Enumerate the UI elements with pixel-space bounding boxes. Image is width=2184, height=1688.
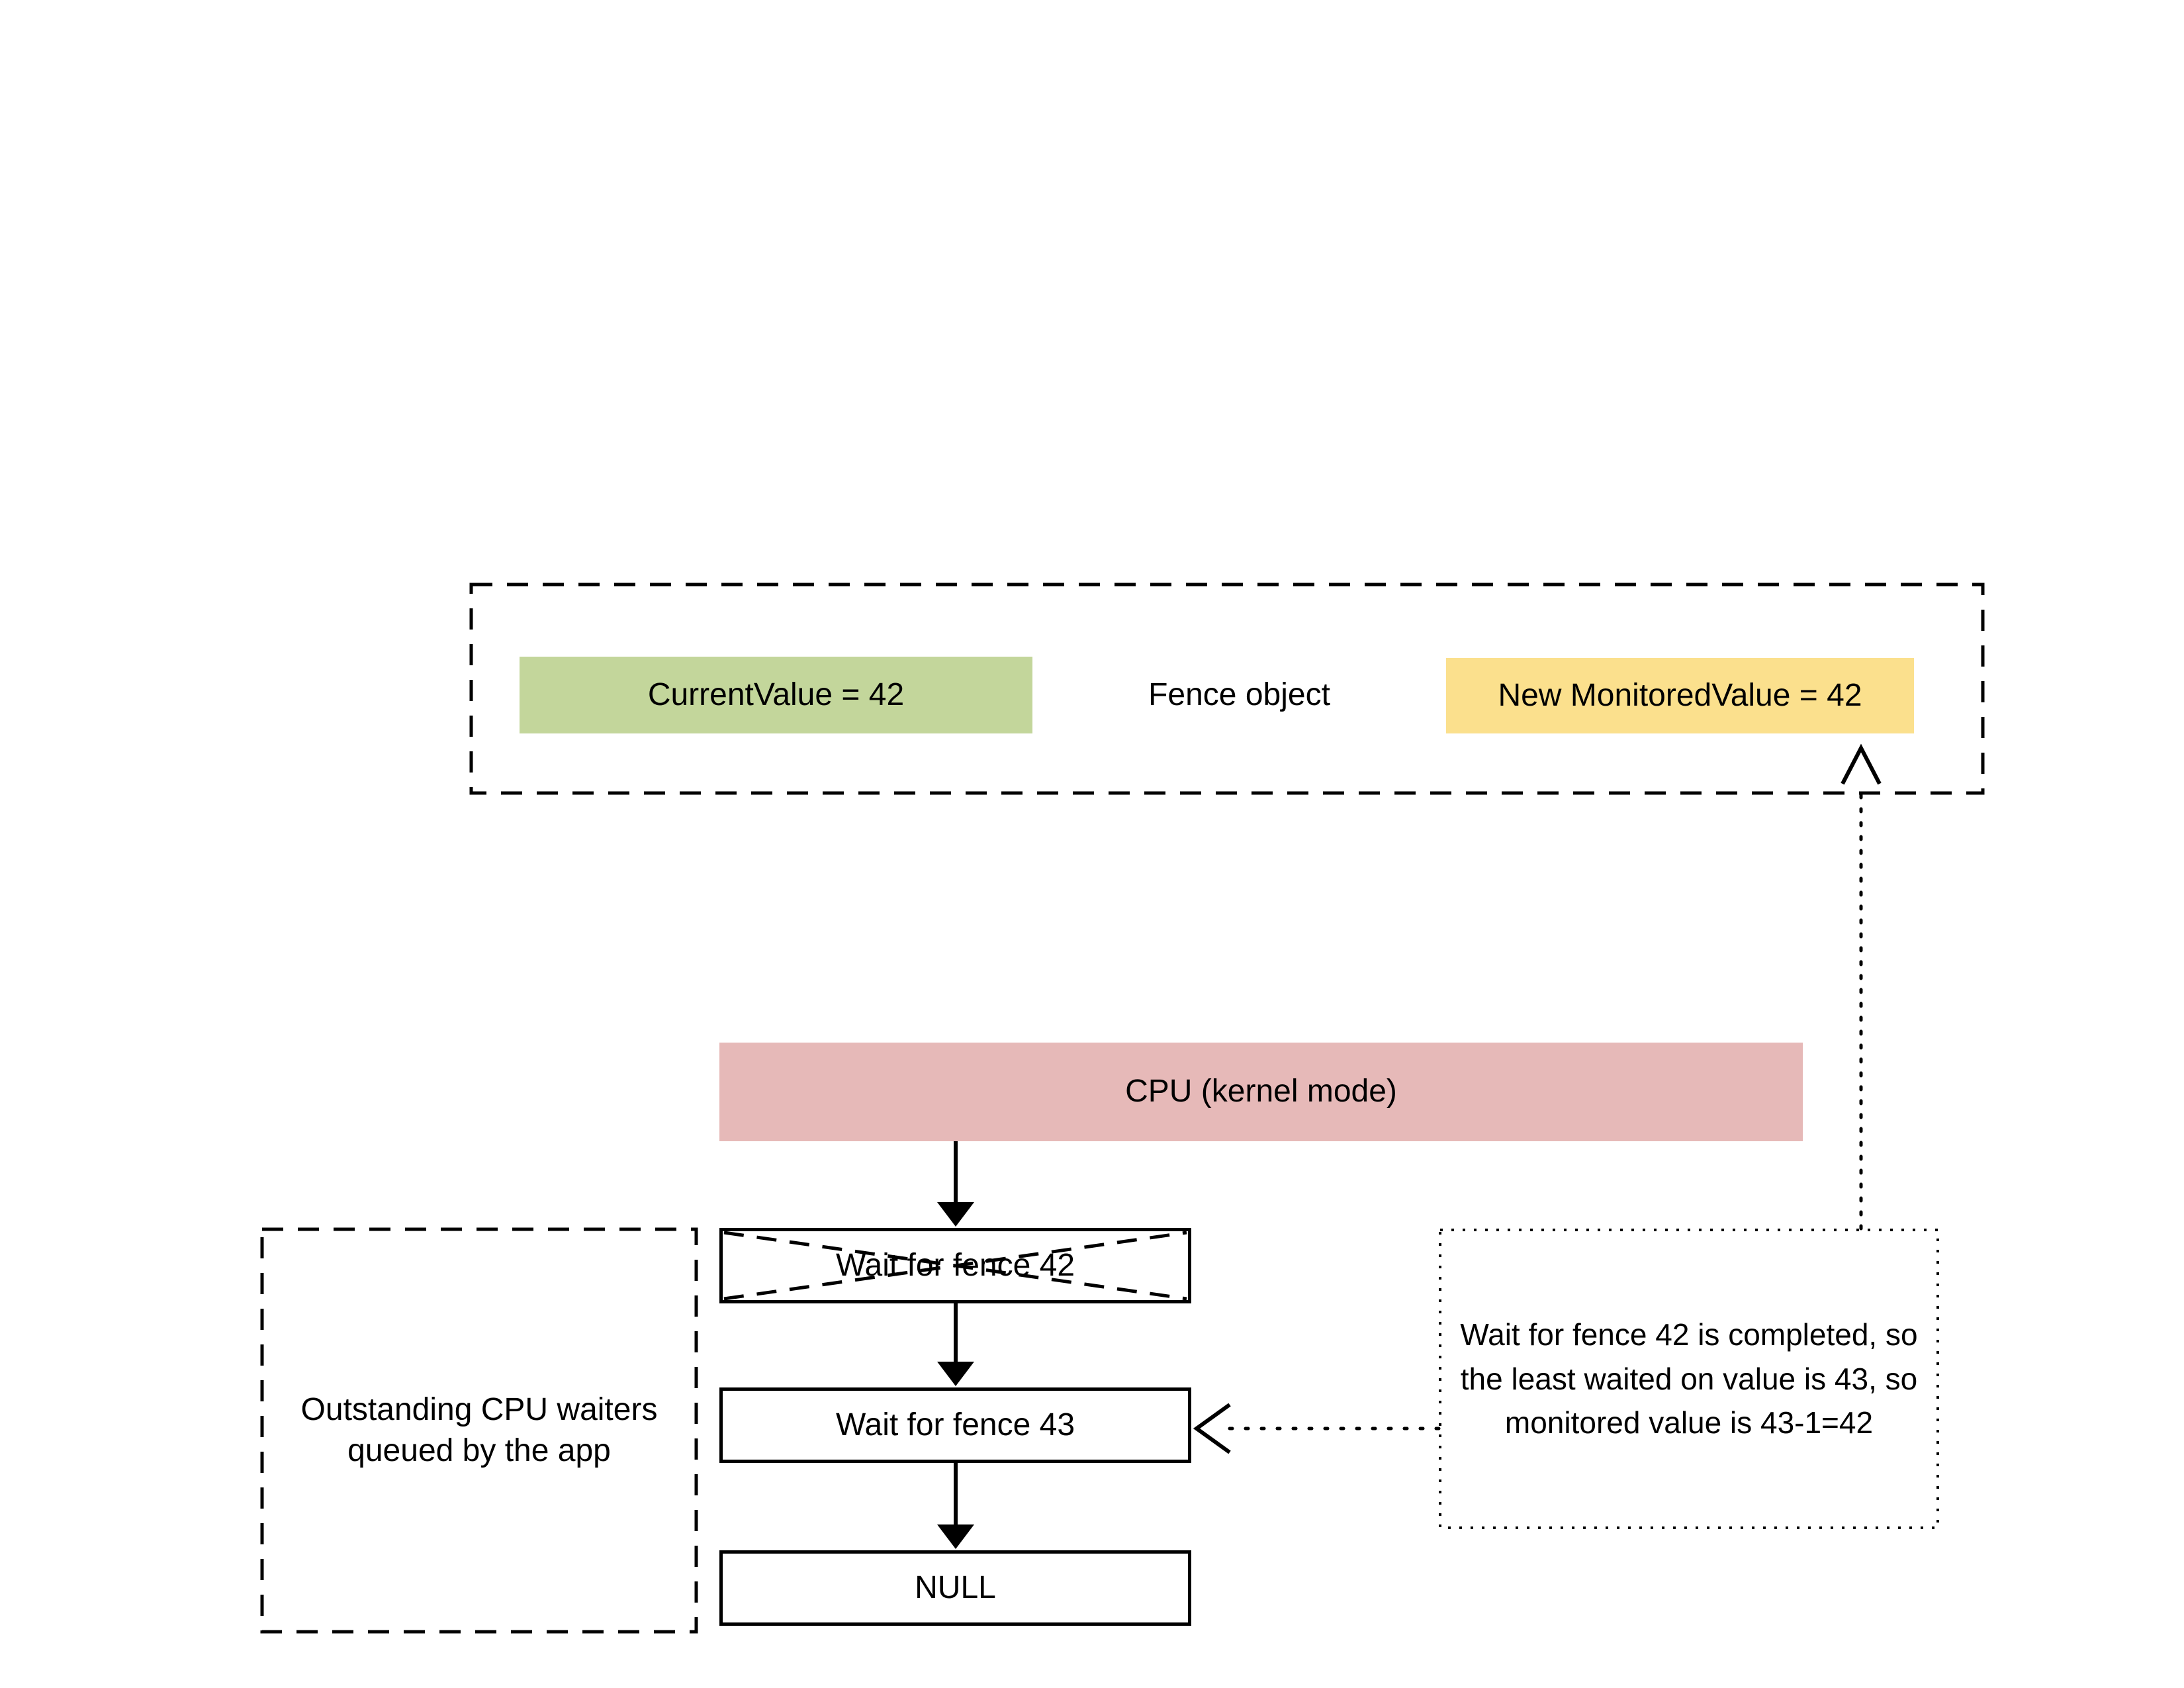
cpu-kernel-mode-box: CPU (kernel mode)	[719, 1043, 1803, 1141]
null-box: NULL	[719, 1550, 1191, 1626]
wait-for-fence-42-label: Wait for fence 42	[835, 1247, 1075, 1283]
outstanding-waiters-label: Outstanding CPU waiters queued by the ap…	[300, 1391, 658, 1468]
dotted-arrow-note-to-monitored-value	[1841, 743, 1882, 1231]
current-value-label: CurrentValue = 42	[647, 677, 905, 712]
arrow-fence43-to-null	[937, 1463, 974, 1549]
fence-object-title-text: Fence object	[1148, 677, 1330, 712]
new-monitored-value-box: New MonitoredValue = 42	[1446, 658, 1914, 733]
outstanding-waiters-box: Outstanding CPU waiters queued by the ap…	[261, 1228, 698, 1633]
current-value-box: CurrentValue = 42	[520, 657, 1032, 733]
arrow-fence42-to-fence43	[937, 1303, 974, 1386]
fence-object-title: Fence object	[1032, 657, 1446, 733]
wait-for-fence-42-box: Wait for fence 42	[719, 1228, 1191, 1303]
null-label: NULL	[915, 1570, 996, 1605]
new-monitored-value-label: New MonitoredValue = 42	[1498, 677, 1862, 713]
arrow-cpu-to-fence42	[937, 1141, 974, 1227]
monitored-value-note-box: Wait for fence 42 is completed, so the l…	[1439, 1229, 1939, 1529]
dotted-arrow-note-to-fence43	[1193, 1403, 1441, 1454]
wait-for-fence-43-box: Wait for fence 43	[719, 1387, 1191, 1463]
wait-for-fence-43-label: Wait for fence 43	[835, 1407, 1075, 1442]
monitored-value-note-text: Wait for fence 42 is completed, so the l…	[1460, 1317, 1918, 1440]
cpu-kernel-mode-label: CPU (kernel mode)	[1125, 1074, 1397, 1109]
